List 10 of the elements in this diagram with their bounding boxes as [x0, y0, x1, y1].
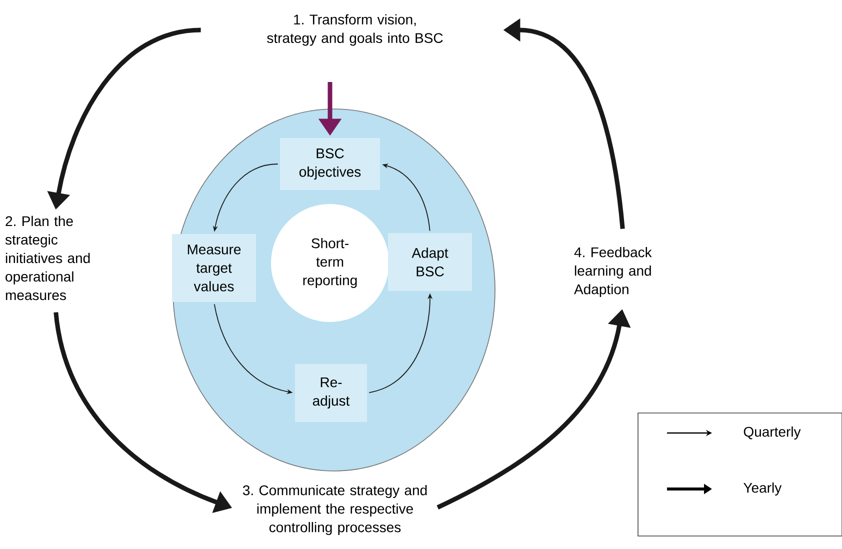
- process-box: Re-adjust: [295, 364, 367, 422]
- legend-label: Quarterly: [744, 426, 801, 440]
- step-label: 4. Feedback learning and Adaption: [574, 246, 652, 298]
- step-label: 2. Plan the strategic initiatives and operational measures: [5, 216, 90, 300]
- process-box: Adapt BSC: [388, 233, 472, 291]
- step-label: 1. Transform vision, strategy and goals into BSC: [267, 14, 443, 46]
- legend-label: Yearly: [744, 482, 782, 496]
- process-box: BSC objectives: [280, 138, 380, 190]
- step-label: 3. Communicate strategy and implement the respective controlling processes: [242, 484, 427, 536]
- process-box: Measure target values: [172, 234, 256, 302]
